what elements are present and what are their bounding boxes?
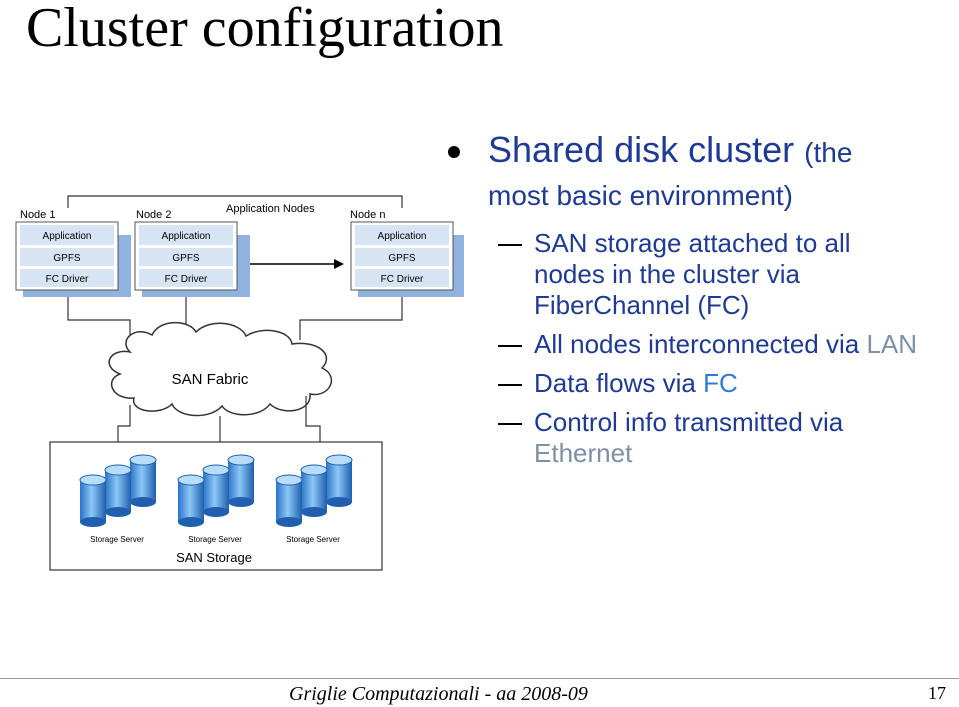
bullet-list: Shared disk cluster (the most basic envi… xyxy=(448,130,953,469)
node-label: Node 1 xyxy=(20,209,55,221)
storage-server-label: Storage Server xyxy=(286,535,340,544)
node-n: Node n Application GPFS FC Driver xyxy=(350,209,464,297)
application-label: Application xyxy=(162,231,211,242)
app-nodes-header: Application Nodes xyxy=(226,203,315,215)
main-bullet: Shared disk cluster (the most basic envi… xyxy=(448,130,953,216)
sub-bullet-fc: Data flows via FC xyxy=(448,368,953,399)
fc-driver-label: FC Driver xyxy=(46,274,89,285)
main-bullet-line2: most basic environment) xyxy=(488,180,794,211)
page-number: 17 xyxy=(928,683,946,703)
main-bullet-paren: (the xyxy=(804,137,853,168)
sub-bullet-text: All nodes interconnected via xyxy=(534,329,867,359)
san-fabric-label: SAN Fabric xyxy=(172,371,249,388)
node-label: Node n xyxy=(350,209,385,221)
gpfs-label: GPFS xyxy=(53,253,81,264)
node-2: Node 2 Application GPFS FC Driver xyxy=(134,209,250,297)
application-label: Application xyxy=(43,231,92,242)
footer-text: Griglie Computazionali - aa 2008-09 xyxy=(289,683,588,705)
storage-server-3: Storage Server xyxy=(275,454,353,544)
ethernet-highlight: Ethernet xyxy=(534,438,633,468)
footer-divider xyxy=(0,678,959,679)
sub-bullet-text: Control info transmitted via xyxy=(534,407,844,437)
sub-bullet-lan: All nodes interconnected via LAN xyxy=(448,329,953,360)
sub-bullet-text: nodes in the cluster via xyxy=(534,259,800,289)
fc-highlight: FC xyxy=(703,368,738,398)
dash-icon xyxy=(498,345,522,347)
sub-bullet-text: Data flows via xyxy=(534,368,704,398)
storage-server-label: Storage Server xyxy=(188,535,242,544)
dash-icon xyxy=(498,244,522,246)
main-bullet-text: Shared disk cluster xyxy=(488,129,795,170)
cluster-diagram: Application Nodes Node 1 Application GPF… xyxy=(15,195,464,571)
dash-icon xyxy=(498,384,522,386)
storage-server-2: Storage Server xyxy=(177,454,255,544)
sub-bullet-control: Control info transmitted via Ethernet xyxy=(448,407,953,469)
sub-bullet-san: SAN storage attached to all nodes in the… xyxy=(448,228,953,321)
storage-server-label: Storage Server xyxy=(90,535,144,544)
san-fabric-cloud xyxy=(108,321,333,417)
gpfs-label: GPFS xyxy=(172,253,200,264)
application-label: Application xyxy=(378,231,427,242)
lan-highlight: LAN xyxy=(866,329,918,359)
dash-icon xyxy=(498,423,522,425)
node-label: Node 2 xyxy=(136,209,171,221)
fc-driver-label: FC Driver xyxy=(165,274,208,285)
slide-title: Cluster configuration xyxy=(26,0,504,59)
sub-bullet-text: FiberChannel (FC) xyxy=(534,290,750,320)
sub-bullet-text: SAN storage attached to all xyxy=(534,228,851,258)
storage-server-1: Storage Server xyxy=(79,454,157,544)
bullet-dot-icon xyxy=(448,146,460,158)
fc-driver-label: FC Driver xyxy=(381,274,424,285)
gpfs-label: GPFS xyxy=(388,253,416,264)
san-storage-label: SAN Storage xyxy=(176,550,252,565)
node-1: Node 1 Application GPFS FC Driver xyxy=(15,209,131,297)
